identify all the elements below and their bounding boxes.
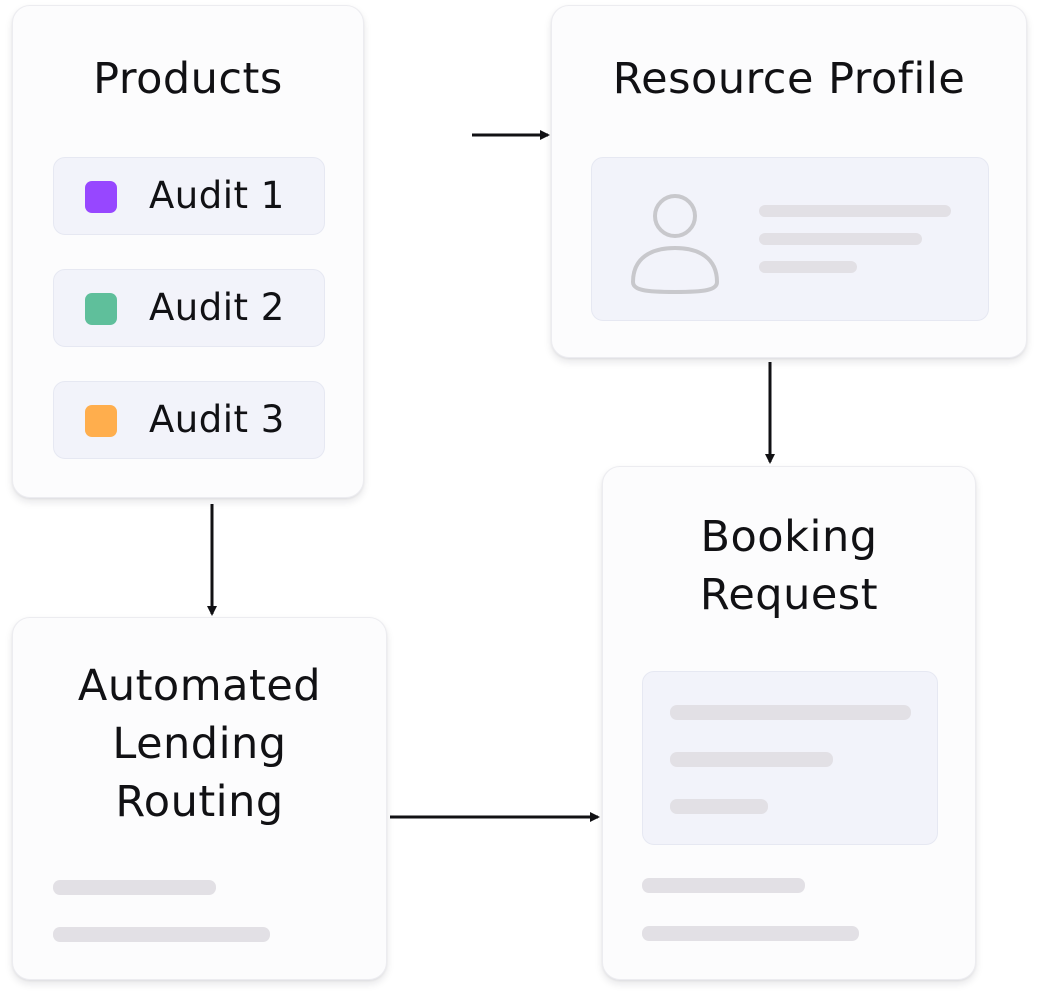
automated-routing-title: Automated Lending Routing — [77, 661, 322, 827]
audit-1-swatch — [85, 181, 117, 213]
products-card: Products Audit 1 Audit 2 Audit 3 — [12, 5, 364, 498]
booking-placeholder-line — [642, 878, 805, 893]
audit-2-label: Audit 2 — [149, 286, 285, 329]
booking-placeholder-line — [670, 705, 911, 720]
profile-placeholder-line — [759, 205, 951, 217]
user-icon — [631, 194, 719, 294]
routing-placeholder-line — [53, 880, 216, 895]
booking-panel — [642, 671, 938, 845]
routing-placeholder-line — [53, 927, 270, 942]
profile-placeholder-line — [759, 261, 857, 273]
audit-3-label: Audit 3 — [149, 398, 285, 441]
booking-request-title: Booking Request — [699, 512, 879, 620]
booking-request-card: Booking Request — [602, 466, 976, 980]
audit-3-swatch — [85, 405, 117, 437]
booking-placeholder-line — [670, 752, 833, 767]
automated-routing-card: Automated Lending Routing — [12, 617, 387, 980]
profile-placeholder-line — [759, 233, 922, 245]
audit-2-swatch — [85, 293, 117, 325]
product-item-audit-2[interactable]: Audit 2 — [53, 269, 325, 347]
booking-placeholder-line — [642, 926, 859, 941]
audit-1-label: Audit 1 — [149, 174, 285, 217]
product-item-audit-1[interactable]: Audit 1 — [53, 157, 325, 235]
profile-panel — [591, 157, 989, 321]
booking-placeholder-line — [670, 799, 768, 814]
resource-profile-card: Resource Profile — [551, 5, 1027, 358]
products-title: Products — [93, 54, 283, 104]
product-item-audit-3[interactable]: Audit 3 — [53, 381, 325, 459]
resource-profile-title: Resource Profile — [612, 54, 966, 104]
